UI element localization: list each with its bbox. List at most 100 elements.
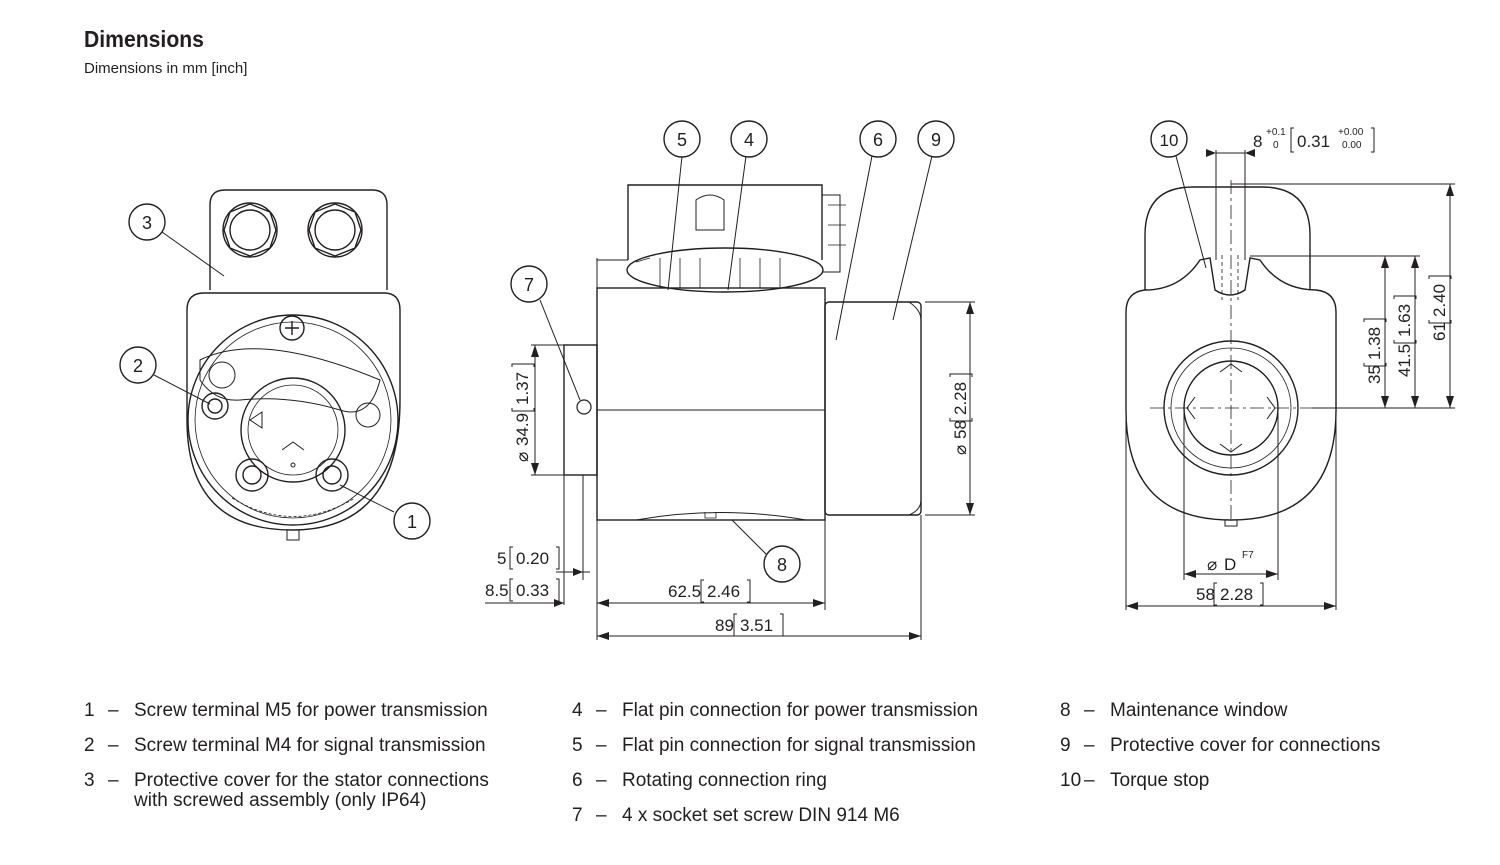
dim-slot: 8 +0.1 0 0.31 +0.00 0.00 xyxy=(1253,127,1375,153)
legend-num: 10 xyxy=(1060,770,1082,791)
front-view xyxy=(186,189,401,541)
dim-35-inch: 1.38 xyxy=(1365,327,1384,360)
legend-text: Flat pin connection for power transmissi… xyxy=(622,700,978,721)
dim-58-width: 58 2.28 xyxy=(1196,582,1264,606)
legend-item-7: 7 – 4 x socket set screw DIN 914 M6 xyxy=(572,798,978,833)
dim-41-5-inch: 1.63 xyxy=(1395,304,1414,337)
dim-34-9-inch: 1.37 xyxy=(513,372,532,405)
legend-item-2: 2 – Screw terminal M4 for signal transmi… xyxy=(84,728,489,763)
dim-58-width-inch: 2.28 xyxy=(1220,585,1253,604)
dim-58-dia-value: 58 xyxy=(951,420,970,439)
legend-dash: – xyxy=(108,700,119,721)
legend-text: Rotating connection ring xyxy=(622,770,827,791)
dim-61-value: 61 xyxy=(1430,322,1449,341)
legend-text: Screw terminal M5 for power transmission xyxy=(134,700,488,721)
legend-num: 1 xyxy=(84,700,95,721)
dim-5: 5 0.20 xyxy=(497,546,560,570)
terminal-2 xyxy=(201,392,229,420)
dim-slot-value: 8 xyxy=(1253,132,1262,151)
callout-3-label: 3 xyxy=(142,213,152,233)
callout-1: 1 xyxy=(393,502,431,540)
callout-10: 10 xyxy=(1150,120,1188,158)
dimension-labels: 5 0.20 8.5 0.33 62.5 2.46 89 3.51 ⌀ 34.9… xyxy=(485,127,1452,637)
legend-dash: – xyxy=(596,805,607,826)
dim-34-9-phi: ⌀ xyxy=(513,452,532,462)
callout-markers: 3 2 1 5 4 6 9 7 8 10 xyxy=(119,120,1188,583)
callout-10-label: 10 xyxy=(1160,131,1179,150)
legend-item-6: 6 – Rotating connection ring xyxy=(572,763,978,798)
callout-7-label: 7 xyxy=(524,275,534,295)
legend-num: 7 xyxy=(572,805,583,826)
dim-35-value: 35 xyxy=(1365,365,1384,384)
legend-num: 3 xyxy=(84,770,95,791)
callout-9-label: 9 xyxy=(931,130,941,150)
callout-3: 3 xyxy=(128,203,166,241)
callout-6-label: 6 xyxy=(873,130,883,150)
side-view xyxy=(485,184,975,640)
dim-slot-inch-upper: +0.00 xyxy=(1338,127,1364,138)
dim-41-5-value: 41.5 xyxy=(1395,344,1414,377)
legend-num: 4 xyxy=(572,700,583,721)
page-title: Dimensions xyxy=(84,26,204,52)
dim-bore-label: D xyxy=(1224,555,1236,574)
legend-num: 2 xyxy=(84,735,95,756)
legend-num: 6 xyxy=(572,770,583,791)
legend-item-4: 4 – Flat pin connection for power transm… xyxy=(572,693,978,728)
legend-dash: – xyxy=(1084,735,1095,756)
dim-34-9: ⌀ 34.9 1.37 xyxy=(511,363,535,462)
callout-5-label: 5 xyxy=(677,130,687,150)
legend-dash: – xyxy=(108,770,119,791)
dim-34-9-value: 34.9 xyxy=(513,413,532,446)
legend-dash: – xyxy=(1084,700,1095,721)
legend-item-5: 5 – Flat pin connection for signal trans… xyxy=(572,728,978,763)
legend-text: Torque stop xyxy=(1110,770,1210,791)
legend-dash: – xyxy=(596,770,607,791)
callout-1-label: 1 xyxy=(407,512,417,532)
legend-num: 8 xyxy=(1060,700,1071,721)
dim-58-dia-phi: ⌀ xyxy=(951,445,970,455)
legend-item-3: 3 – Protective cover for the stator conn… xyxy=(84,763,489,798)
dim-slot-tol-lower: 0 xyxy=(1273,140,1279,151)
callout-2-label: 2 xyxy=(133,356,143,376)
legend-text: Protective cover for the stator connecti… xyxy=(134,770,489,791)
dim-bore-fit: F7 xyxy=(1242,550,1254,561)
dim-62-5-value: 62.5 xyxy=(668,582,701,601)
dim-62-5-inch: 2.46 xyxy=(707,582,740,601)
callout-8: 8 xyxy=(763,545,801,583)
callout-6: 6 xyxy=(859,120,897,158)
dim-35: 35 1.38 xyxy=(1363,318,1387,384)
callout-9: 9 xyxy=(917,120,955,158)
dim-8-5-value: 8.5 xyxy=(485,581,509,600)
legend-text: Protective cover for connections xyxy=(1110,735,1381,756)
legend-item-9: 9 – Protective cover for connections xyxy=(1060,728,1380,763)
dim-8-5: 8.5 0.33 xyxy=(485,578,560,602)
dim-58-dia: ⌀ 58 2.28 xyxy=(949,373,973,455)
rear-view xyxy=(1125,149,1455,610)
legend-column-3: 8 – Maintenance window 9 – Protective co… xyxy=(1060,693,1380,798)
page-subtitle: Dimensions in mm [inch] xyxy=(84,60,248,77)
legend-dash: – xyxy=(596,700,607,721)
callout-8-label: 8 xyxy=(777,555,787,575)
legend-column-1: 1 – Screw terminal M5 for power transmis… xyxy=(84,693,489,820)
callout-2: 2 xyxy=(119,346,157,384)
legend-dash: – xyxy=(108,735,119,756)
callout-7: 7 xyxy=(510,265,548,303)
callout-5: 5 xyxy=(663,120,701,158)
dim-bore-phi: ⌀ xyxy=(1207,555,1217,574)
dim-89: 89 3.51 xyxy=(715,613,784,637)
dim-41-5: 41.5 1.63 xyxy=(1393,295,1417,377)
legend-text: Screw terminal M4 for signal transmissio… xyxy=(134,735,486,756)
legend-text: Flat pin connection for signal transmiss… xyxy=(622,735,976,756)
dim-5-inch: 0.20 xyxy=(516,549,549,568)
dim-89-inch: 3.51 xyxy=(740,616,773,635)
legend-dash: – xyxy=(1084,770,1095,791)
legend-item-1: 1 – Screw terminal M5 for power transmis… xyxy=(84,693,489,728)
dim-8-5-inch: 0.33 xyxy=(516,581,549,600)
legend-item-10: 10 – Torque stop xyxy=(1060,763,1380,798)
legend-text: Maintenance window xyxy=(1110,700,1288,721)
legend-text-continued: with screwed assembly (only IP64) xyxy=(134,790,427,811)
dim-58-dia-inch: 2.28 xyxy=(951,382,970,415)
dim-slot-inch-lower: 0.00 xyxy=(1342,140,1362,151)
dim-89-value: 89 xyxy=(715,616,734,635)
legend-dash: – xyxy=(596,735,607,756)
